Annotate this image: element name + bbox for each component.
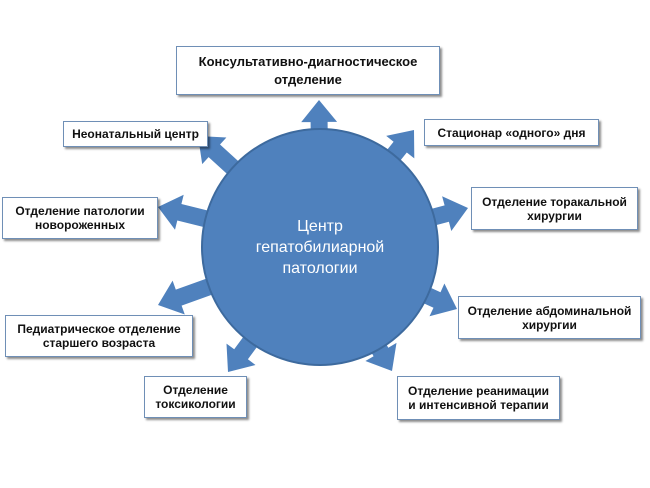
box-thoracic-surgery: Отделение торакальной хирургии xyxy=(471,187,638,230)
box-newborn-pathology: Отделение патологии новороженных xyxy=(2,197,158,239)
arrow-to-consultative xyxy=(301,100,338,153)
box-day-hospital: Стационар «одного» дня xyxy=(424,119,599,146)
box-neonatal-center: Неонатальный центр xyxy=(63,121,208,147)
box-consultative-diagnostic: Консультативно-диагностическое отделение xyxy=(176,46,440,95)
box-abdominal-surgery: Отделение абдоминальной хирургии xyxy=(458,296,641,339)
center-circle xyxy=(201,128,439,366)
box-pediatric-older: Педиатрическое отделение старшего возрас… xyxy=(5,315,193,357)
center-label: Центр гепатобилиарной патологии xyxy=(255,217,385,277)
box-toxicology: Отделение токсикологии xyxy=(144,376,247,418)
box-resuscitation: Отделение реанимации и интенсивной терап… xyxy=(397,376,560,420)
